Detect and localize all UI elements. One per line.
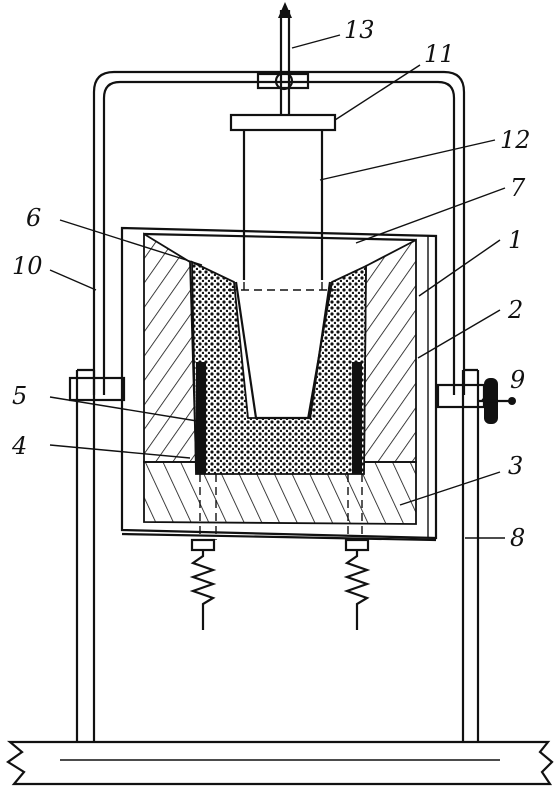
label-4: 4	[11, 432, 27, 460]
filling-charge	[191, 260, 367, 475]
label-1: 1	[508, 226, 523, 254]
top-plate	[229, 113, 337, 132]
label-12: 12	[500, 126, 531, 154]
pivot-shafts	[68, 376, 486, 409]
label-13: 13	[344, 16, 375, 44]
label-11: 11	[424, 40, 455, 68]
outer-housing	[120, 226, 438, 542]
label-3: 3	[508, 452, 523, 480]
stand-frame	[75, 368, 480, 742]
support-rods	[199, 474, 363, 540]
floor-base	[6, 740, 554, 786]
labels: 1 2 3 4 5 6 7 8 9 10 11 12 13	[11, 16, 531, 552]
label-10: 10	[12, 252, 43, 280]
top-rod	[256, 2, 310, 115]
label-9: 9	[510, 366, 525, 394]
label-8: 8	[510, 524, 525, 552]
label-6: 6	[26, 204, 41, 232]
suspension-bracket	[92, 70, 466, 395]
handwheel	[478, 378, 516, 424]
label-2: 2	[507, 296, 523, 324]
springs	[189, 538, 371, 630]
leader-lines	[49, 34, 506, 539]
refractory-lining	[143, 232, 417, 525]
label-7: 7	[510, 174, 526, 202]
label-5: 5	[12, 382, 27, 410]
crucible	[228, 130, 336, 420]
